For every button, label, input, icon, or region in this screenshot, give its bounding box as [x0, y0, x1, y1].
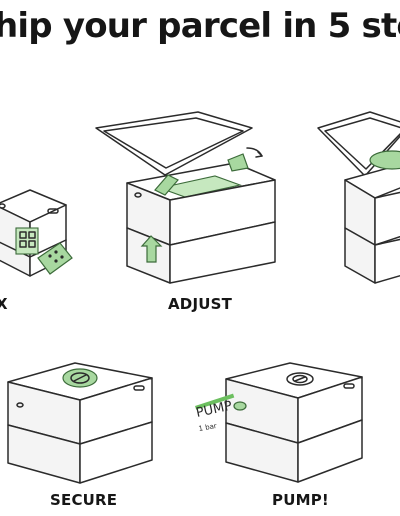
arrow-up-icon: [140, 235, 163, 263]
pump-tag: PUMP 1 bar: [195, 393, 247, 433]
step-label-secure: SECURE: [50, 491, 118, 509]
step-label-pump: PUMP!: [272, 491, 329, 509]
valve-icon: [62, 368, 98, 388]
box-illustration-fold: [0, 189, 73, 277]
pump-tag-subtext: 1 bar: [198, 422, 218, 433]
step-label-adjust: ADJUST: [168, 295, 233, 313]
page-title: hip your parcel in 5 ste: [0, 6, 400, 46]
box-illustration-secure: [7, 362, 153, 484]
valve-icon: [286, 372, 314, 386]
box-illustration-pump: PUMP 1 bar: [195, 362, 363, 483]
box-illustration-step3: [317, 111, 400, 284]
pump-tag-text: PUMP: [195, 399, 234, 421]
box-illustration-adjust: [95, 111, 276, 284]
card-icon: [37, 242, 73, 275]
step-label-fold: X: [0, 295, 8, 313]
